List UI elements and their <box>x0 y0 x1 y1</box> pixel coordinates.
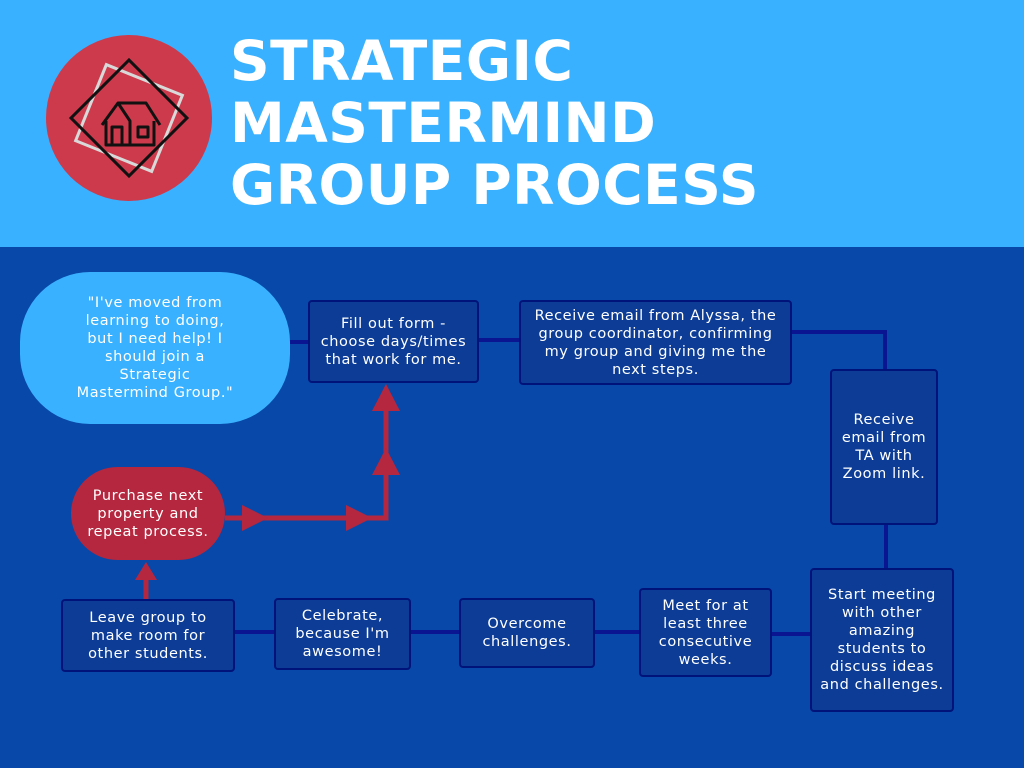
step-receive-email-alyssa-text: Receive email from Alyssa, the group coo… <box>534 307 777 378</box>
arrowhead-up-1 <box>372 448 400 475</box>
page-title: STRATEGIC MASTERMIND GROUP PROCESS <box>230 30 759 216</box>
logo-inner-diamond <box>68 57 190 179</box>
step-start-meeting-text: Start meeting with other amazing student… <box>820 587 944 693</box>
step-fill-out-form-text: Fill out form - choose days/times that w… <box>320 315 467 368</box>
arrowhead-right-1 <box>242 505 268 531</box>
step-fill-out-form: Fill out form - choose days/times that w… <box>308 300 479 383</box>
step-meet-three-weeks-text: Meet for at least three consecutive week… <box>658 597 753 668</box>
step-meet-three-weeks: Meet for at least three consecutive week… <box>639 588 772 677</box>
connector-alyssa-to-ta <box>792 330 887 369</box>
step-purchase-next-property-text: Purchase next property and repeat proces… <box>87 487 209 540</box>
title-line-1: STRATEGIC <box>230 29 574 93</box>
arrowhead-right-2 <box>346 505 372 531</box>
logo-outer-square <box>73 62 185 174</box>
arrowhead-up-purchase <box>135 562 157 580</box>
step-receive-email-alyssa: Receive email from Alyssa, the group coo… <box>519 300 792 385</box>
step-leave-group-text: Leave group to make room for other stude… <box>88 609 208 662</box>
step-receive-email-ta-text: Receive email from TA with Zoom link. <box>841 412 927 482</box>
quote-text: "I've moved from learning to doing, but … <box>76 295 234 401</box>
quote-bubble: "I've moved from learning to doing, but … <box>20 272 290 424</box>
title-line-3: GROUP PROCESS <box>230 153 759 217</box>
step-celebrate-text: Celebrate, because I'm awesome! <box>295 608 390 660</box>
red-path-purchase-to-form <box>225 398 389 521</box>
step-receive-email-ta: Receive email from TA with Zoom link. <box>830 369 938 525</box>
step-leave-group: Leave group to make room for other stude… <box>61 599 235 672</box>
step-start-meeting: Start meeting with other amazing student… <box>810 568 954 712</box>
logo-badge <box>46 35 212 201</box>
arrowhead-up-2 <box>372 384 400 411</box>
title-line-2: MASTERMIND <box>230 91 657 155</box>
step-celebrate: Celebrate, because I'm awesome! <box>274 598 411 670</box>
step-overcome-challenges-text: Overcome challenges. <box>482 616 572 650</box>
step-overcome-challenges: Overcome challenges. <box>459 598 595 668</box>
step-purchase-next-property: Purchase next property and repeat proces… <box>71 467 225 560</box>
house-icon <box>100 101 162 147</box>
